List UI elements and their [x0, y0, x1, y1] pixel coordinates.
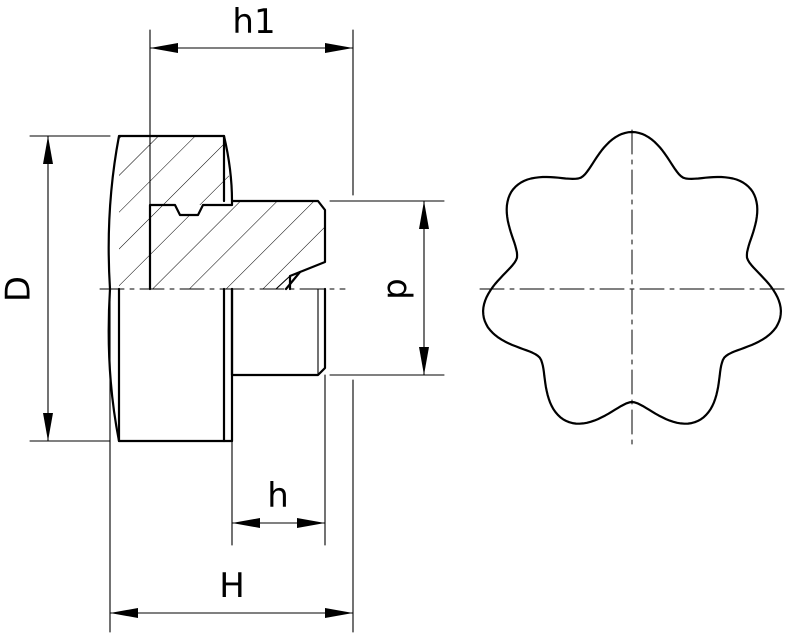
label-d: d: [379, 278, 419, 300]
dimension-d: d: [329, 200, 445, 376]
section-hatching: [119, 136, 325, 289]
dimension-D: D: [0, 135, 111, 442]
boss-outline: [230, 287, 327, 377]
label-D: D: [0, 276, 39, 302]
label-h1: h1: [232, 2, 275, 42]
dimension-h: h: [231, 374, 326, 546]
insert-outline: [148, 199, 327, 291]
dimension-h1: h1: [149, 2, 354, 290]
dimension-H: H: [109, 299, 354, 633]
label-h: h: [267, 476, 289, 516]
front-view: [479, 129, 787, 446]
side-section-view: [99, 134, 346, 443]
label-H: H: [219, 566, 245, 606]
